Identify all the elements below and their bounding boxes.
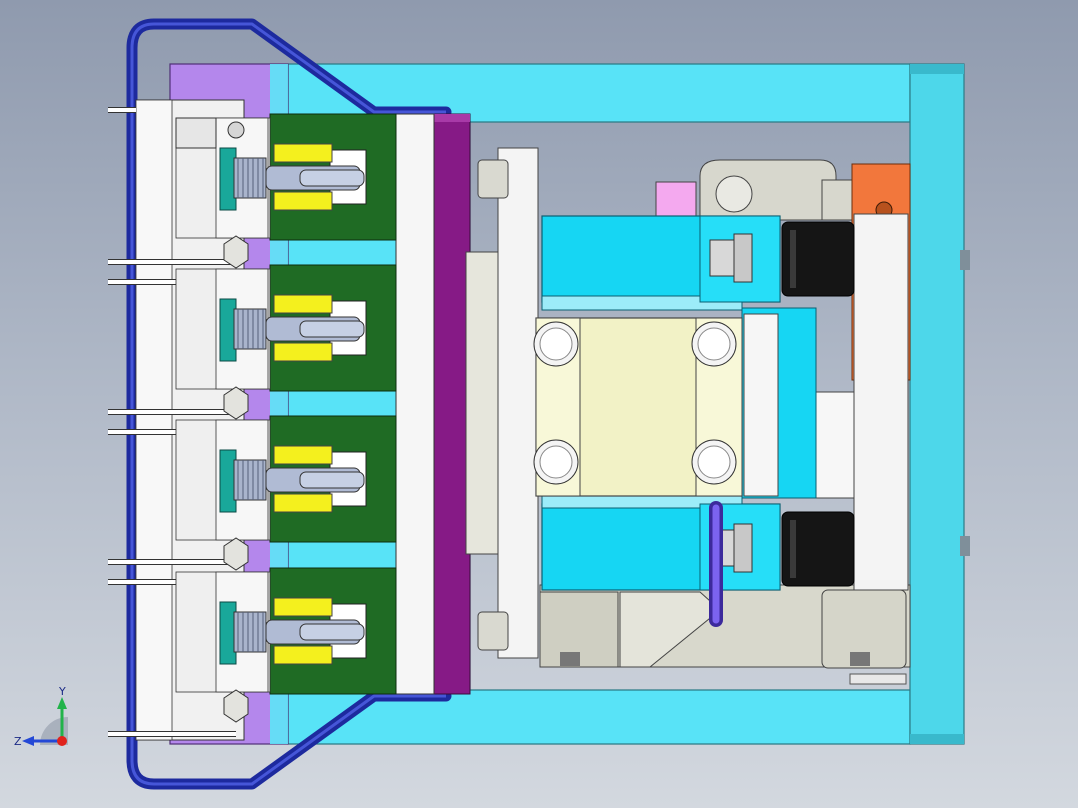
bolt-group [533,321,737,485]
bolt-icon [691,321,737,367]
nozzle-module-group [175,113,397,723]
y-axis-label: Y [58,685,66,698]
x-axis-icon [57,736,67,746]
white-plate[interactable] [395,113,435,695]
top-screw [227,121,245,139]
bolt-icon [533,321,579,367]
right-white-bracket[interactable] [853,213,909,591]
lower-mechanism[interactable] [539,584,911,685]
top-mount-block[interactable] [175,117,217,149]
nozzle-module[interactable] [175,415,397,571]
z-axis-label: Z [14,735,22,748]
violet-bar[interactable] [433,113,471,695]
bolt-icon [533,439,579,485]
orientation-triad: Y Z [14,685,68,748]
center-support[interactable] [465,147,539,659]
bolt-icon [691,439,737,485]
nozzle-module[interactable] [175,264,397,420]
nozzle-module[interactable] [175,567,397,723]
black-cylinders[interactable] [781,221,855,587]
